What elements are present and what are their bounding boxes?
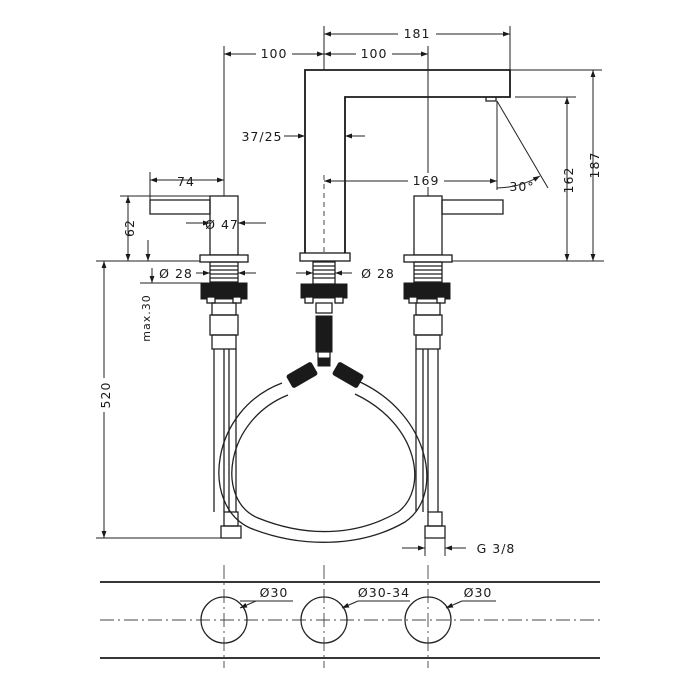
dimension-520: 520: [96, 260, 221, 539]
deck-hole-center-callout: Ø30-34: [341, 585, 410, 609]
dimension-181-label: 181: [404, 26, 431, 41]
dimension-28-center-label: Ø 28: [361, 266, 395, 281]
dimension-187: 187: [510, 69, 602, 261]
deck-hole-center-label: Ø30-34: [358, 585, 410, 600]
right-valve: [403, 261, 451, 350]
dimension-181: 181: [323, 26, 511, 70]
dimension-g38: G 3/8: [402, 538, 516, 556]
dimension-162-label: 162: [561, 167, 576, 194]
dimension-37-25: 37/25: [241, 129, 365, 144]
dimension-169-label: 169: [413, 173, 440, 188]
left-supply-hose: [213, 349, 242, 539]
deck-hole-right-callout: Ø30: [445, 585, 496, 609]
right-handle: [403, 195, 504, 263]
deck-hole-left-callout: Ø30: [239, 585, 293, 609]
dimension-47: Ø 47: [186, 214, 266, 236]
deck-hole-right-label: Ø30: [464, 585, 493, 600]
dimension-28-center: Ø 28: [296, 266, 395, 281]
dimension-30-angle: 30°: [496, 100, 549, 194]
dimension-62-label: 62: [122, 219, 137, 237]
dimension-62: 62: [120, 195, 210, 261]
dimension-max30-label: max.30: [140, 294, 153, 341]
dimension-100-right: 100: [324, 46, 429, 196]
right-supply-hose: [415, 349, 446, 539]
dimension-74-label: 74: [177, 174, 195, 189]
center-valve: [300, 261, 348, 361]
deck-hole-left: [200, 596, 248, 644]
dimension-30-angle-label: 30°: [509, 179, 534, 194]
dimension-28-left: Ø 28: [159, 266, 256, 281]
spout: [299, 69, 511, 262]
tee-connector: [286, 357, 364, 388]
dimension-187-label: 187: [587, 152, 602, 179]
dimension-28-left-label: Ø 28: [159, 266, 193, 281]
dimension-g38-label: G 3/8: [477, 541, 516, 556]
dimension-169: 169: [324, 101, 498, 190]
loop-hose: [218, 381, 428, 543]
dimension-100-left: 100: [223, 46, 324, 196]
dimension-47-label: Ø 47: [205, 217, 239, 232]
deck-plan: [100, 565, 600, 668]
dimension-100-left-label: 100: [261, 46, 288, 61]
dimension-37-25-label: 37/25: [241, 129, 282, 144]
deck-hole-right: [404, 596, 452, 644]
dimension-520-label: 520: [98, 382, 113, 409]
dimension-max30: max.30: [140, 268, 201, 342]
deck-hole-center: [300, 596, 348, 644]
dimension-100-right-label: 100: [361, 46, 388, 61]
dimension-74: 74: [149, 172, 224, 200]
left-valve: [200, 261, 248, 350]
deck-hole-left-label: Ø30: [260, 585, 289, 600]
dimension-162: 162: [452, 96, 604, 262]
